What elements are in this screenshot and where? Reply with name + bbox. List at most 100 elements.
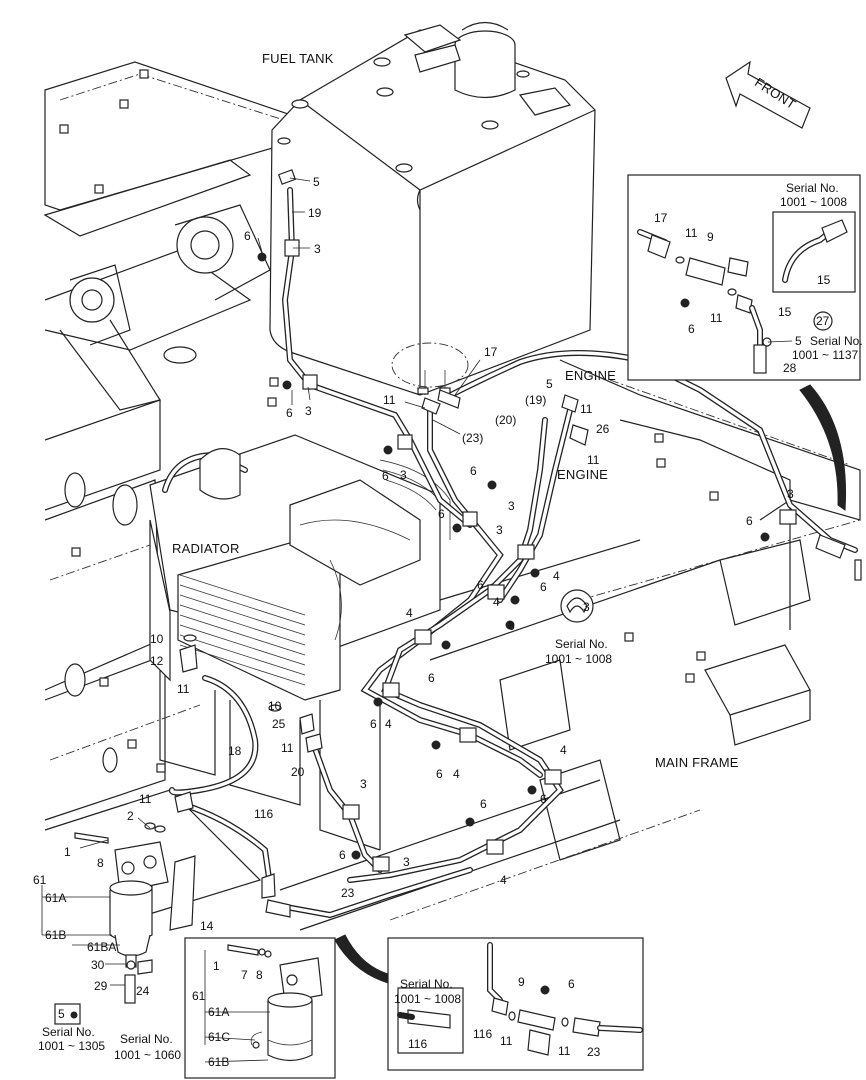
inset-tr-callout-15: 15: [778, 305, 792, 319]
inset-top-right: [627, 174, 861, 381]
callout-61B: 61B: [45, 928, 66, 942]
callout-10: 10: [150, 632, 164, 646]
callout-11: 11: [383, 393, 396, 407]
serial-label-b: Serial No.: [120, 1032, 173, 1046]
callout-6: 6: [540, 580, 547, 594]
inset-tr-callout-28: 28: [783, 361, 797, 375]
callout-6: 6: [370, 717, 377, 731]
callout-11: 11: [281, 741, 294, 755]
callout-116: 116: [254, 807, 273, 821]
callout-19: 19: [308, 206, 322, 220]
inset-bottom-center: [184, 937, 336, 1079]
inset-br-callout-116-box: 116: [408, 1037, 427, 1051]
inset-tr-callout-11: 11: [710, 311, 723, 325]
callout-10: 10: [268, 699, 282, 713]
main-frame-label: MAIN FRAME: [655, 755, 739, 770]
callout-30: 30: [91, 958, 105, 972]
serial-range-a: 1001 ~ 1305: [38, 1039, 105, 1053]
clamps-and-fittings: [174, 169, 862, 918]
front-direction-arrow: [725, 60, 811, 129]
inset-br-callout-23: 23: [587, 1045, 601, 1059]
inset-bc-callout-61: 61: [192, 989, 206, 1003]
callout-6: 6: [540, 792, 547, 806]
callout-3: 3: [496, 523, 503, 537]
callout-4: 4: [406, 606, 413, 620]
callout-20: 20: [291, 765, 305, 779]
fuel-tank: [269, 21, 596, 396]
callout-6: 6: [470, 464, 477, 478]
upper-frame-structure: [43, 61, 301, 921]
callout-3: 3: [314, 242, 321, 256]
radiator: [149, 434, 451, 851]
callout-61A: 61A: [45, 891, 66, 905]
callout-6: 6: [436, 767, 443, 781]
radiator-label: RADIATOR: [172, 541, 240, 556]
callout-6: 6: [244, 229, 251, 243]
callout-6: 6: [286, 406, 293, 420]
callout-12: 12: [150, 654, 164, 668]
callout-6: 6: [746, 514, 753, 528]
callout-19-ref: (19): [525, 393, 546, 407]
callout-4: 4: [385, 717, 392, 731]
inset-br-callout-11: 11: [558, 1044, 571, 1058]
part-callouts: 5 19 6 3 6 3 11 17 (23) 6 3 5 (19) (20) …: [33, 175, 794, 998]
callout-11: 11: [587, 453, 600, 467]
clamp-note-range: 1001 ~ 1008: [545, 652, 612, 666]
callout-3: 3: [787, 487, 794, 501]
callout-6: 6: [428, 671, 435, 685]
inset-tr-callout-17: 17: [654, 211, 668, 225]
inset-tr-serial-2-range: 1001 ~ 1137: [792, 348, 859, 362]
callout-23: 23: [341, 886, 355, 900]
callout-61: 61: [33, 873, 47, 887]
component-labels: FUEL TANK RADIATOR ENGINE ENGINE MAIN FR…: [172, 51, 739, 770]
inset-bottom-center-labels: 1 7 8 61 61A 61C 61B: [192, 959, 263, 1069]
callout-3: 3: [305, 404, 312, 418]
callout-2: 2: [127, 809, 134, 823]
inset-tr-callout-9: 9: [707, 230, 714, 244]
callout-8: 8: [97, 856, 104, 870]
callout-4: 4: [500, 873, 507, 887]
callout-4: 4: [560, 743, 567, 757]
inset-bc-callout-61C: 61C: [208, 1030, 230, 1044]
callout-11: 11: [139, 792, 152, 806]
inset-tr-callout-15: 15: [817, 273, 831, 287]
inset-tr-callout-11: 11: [685, 226, 698, 240]
callout-26: 26: [596, 422, 610, 436]
callout-61BA: 61BA: [87, 940, 116, 954]
callout-11: 11: [177, 682, 190, 696]
inset-br-callout-6: 6: [568, 977, 575, 991]
inset-tr-serial-range: 1001 ~ 1008: [780, 195, 847, 209]
callout-3: 3: [508, 499, 515, 513]
clamp-note-serial: Serial No.: [555, 637, 608, 651]
clamp-serial-note-icon: [560, 589, 594, 623]
inset-bc-callout-61B: 61B: [208, 1055, 229, 1069]
filter-serial-notes: 5 Serial No. 1001 ~ 1305 Serial No. 1001…: [38, 1003, 181, 1062]
callout-1: 1: [64, 845, 71, 859]
callout-5: 5: [546, 377, 553, 391]
callout-3: 3: [360, 777, 367, 791]
engine-label-lower: ENGINE: [557, 467, 608, 482]
oil-cooler-fins: [179, 574, 306, 686]
callout-3: 3: [403, 855, 410, 869]
inset-bc-callout-61A: 61A: [208, 1005, 229, 1019]
inset-br-callout-116: 116: [473, 1027, 492, 1041]
inset-bc-callout-1: 1: [213, 959, 220, 973]
serial-range-b: 1001 ~ 1060: [114, 1048, 181, 1062]
callout-20-ref: (20): [495, 413, 516, 427]
serial-label-a: Serial No.: [42, 1025, 95, 1039]
callout-6: 6: [438, 507, 445, 521]
callout-6: 6: [339, 848, 346, 862]
engine-label-upper: ENGINE: [565, 368, 616, 383]
fuel-filter-assembly: [74, 822, 196, 1004]
inset-br-serial-range: 1001 ~ 1008: [394, 992, 461, 1006]
callout-17: 17: [484, 345, 498, 359]
callout-6: 6: [508, 619, 515, 633]
callout-24: 24: [136, 984, 150, 998]
callout-23-ref: (23): [462, 431, 483, 445]
fuel-tank-label: FUEL TANK: [262, 51, 334, 66]
callout-6: 6: [480, 797, 487, 811]
callout-29: 29: [94, 979, 108, 993]
clamp-note-callout-3: 3: [583, 600, 590, 614]
inset-br-callout-9: 9: [518, 975, 525, 989]
